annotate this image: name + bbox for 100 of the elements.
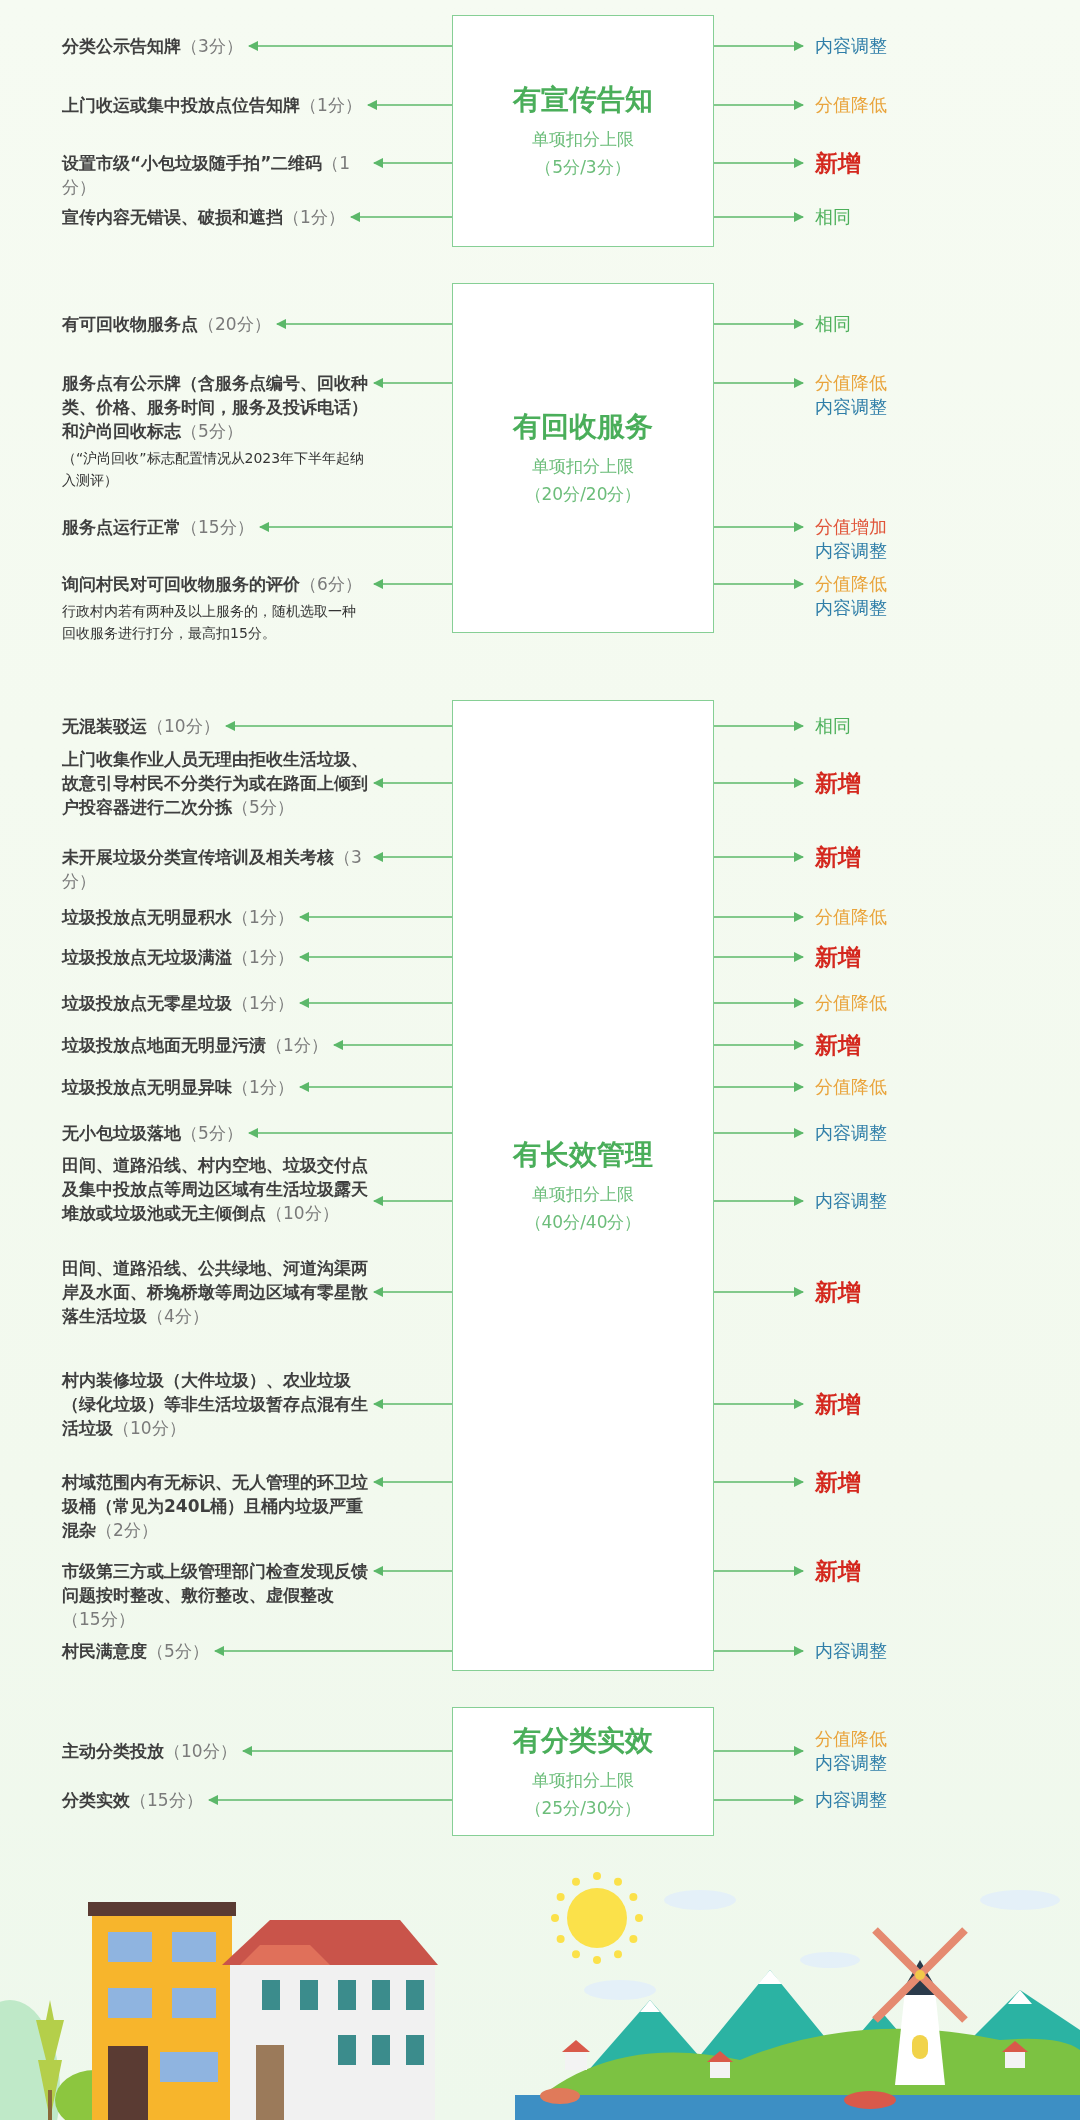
arrow	[372, 1398, 453, 1410]
arrow	[372, 1476, 453, 1488]
arrow	[241, 1745, 453, 1757]
deduction-limit: 单项扣分上限	[532, 455, 634, 478]
arrow	[372, 1286, 453, 1298]
change-tag: 分值降低	[815, 572, 887, 596]
arrow	[713, 911, 805, 923]
change-tag: 内容调整	[815, 1639, 887, 1663]
arrow	[207, 1794, 453, 1806]
arrow	[713, 157, 805, 169]
change-tag: 新增	[815, 945, 861, 969]
category-box	[452, 15, 714, 247]
change-tag: 相同	[815, 312, 851, 336]
criterion-text: 垃圾投放点无垃圾满溢（1分）	[62, 946, 294, 969]
deduction-limit: 单项扣分上限	[532, 1768, 634, 1792]
arrow	[713, 521, 805, 533]
arrow	[713, 1195, 805, 1207]
deduction-limit: 单项扣分上限	[532, 1182, 634, 1206]
category-title: 有回收服务	[513, 409, 653, 445]
arrow	[372, 851, 453, 863]
criterion-note: 行政村内若有两种及以上服务的，随机选取一种回收服务进行打分，最高扣15分。	[62, 602, 357, 643]
criterion-note: （“沪尚回收”标志配置情况从2023年下半年起纳入测评）	[62, 449, 366, 490]
criterion-text: 村内装修垃圾（大件垃圾）、农业垃圾（绿化垃圾）等非生活垃圾暂存点混有生活垃圾（10分）	[62, 1369, 368, 1440]
change-tag: 内容调整	[815, 596, 887, 620]
arrow	[713, 1398, 805, 1410]
change-tag: 新增	[815, 1559, 861, 1583]
criterion-text: 上门收集作业人员无理由拒收生活垃圾、故意引导村民不分类行为或在路面上倾到户投容器进行二次分拣（5分）	[62, 748, 368, 819]
arrow	[275, 318, 453, 330]
criterion-text: 无混装驳运（10分）	[62, 715, 220, 738]
arrow	[372, 1565, 453, 1577]
change-tag: 新增	[815, 845, 861, 869]
criterion-text: 主动分类投放（10分）	[62, 1740, 237, 1763]
criterion-text: 分类公示告知牌（3分）	[62, 35, 243, 58]
change-tag: 分值增加	[815, 515, 887, 539]
arrow	[713, 720, 805, 732]
change-tag: 分值降低	[815, 991, 887, 1015]
deduction-limit: （25分/30分）	[524, 1796, 642, 1820]
deduction-limit: （40分/40分）	[524, 1210, 642, 1234]
arrow	[713, 578, 805, 590]
category-title: 有分类实效	[513, 1722, 653, 1759]
criterion-text: 未开展垃圾分类宣传培训及相关考核（3分）	[62, 846, 363, 893]
category-title: 有长效管理	[513, 1136, 653, 1173]
arrow	[298, 997, 453, 1009]
arrow	[713, 1081, 805, 1093]
change-tag: 内容调整	[815, 1189, 887, 1213]
criterion-text: 询问村民对可回收物服务的评价（6分）	[62, 573, 363, 596]
change-tag: 分值降低	[815, 905, 887, 929]
arrow	[713, 211, 805, 223]
change-tag: 内容调整	[815, 1788, 887, 1812]
arrow	[258, 521, 453, 533]
category-box	[452, 1707, 714, 1836]
arrow	[372, 777, 453, 789]
category-box	[452, 283, 714, 633]
arrow	[372, 1195, 453, 1207]
arrow	[372, 578, 453, 590]
arrow	[372, 377, 453, 389]
criterion-text: 垃圾投放点无零星垃圾（1分）	[62, 992, 294, 1015]
change-tag: 内容调整	[815, 539, 887, 563]
arrow	[713, 1565, 805, 1577]
change-tag: 新增	[815, 1280, 861, 1304]
arrow	[713, 951, 805, 963]
arrow	[224, 720, 453, 732]
change-tag: 新增	[815, 1470, 861, 1494]
criterion-text: 设置市级“小包垃圾随手拍”二维码（1分）	[62, 152, 352, 199]
arrow	[349, 211, 453, 223]
arrow	[298, 911, 453, 923]
arrow	[298, 951, 453, 963]
category-title: 有宣传告知	[513, 82, 653, 118]
arrow	[713, 1476, 805, 1488]
change-tag: 新增	[815, 1033, 861, 1057]
change-tag: 分值降低	[815, 93, 887, 117]
change-tag: 新增	[815, 1392, 861, 1416]
arrow	[713, 377, 805, 389]
change-tag: 新增	[815, 151, 861, 175]
arrow	[247, 1127, 453, 1139]
arrow	[247, 40, 453, 52]
change-tag: 内容调整	[815, 34, 887, 58]
criterion-text: 服务点有公示牌（含服务点编号、回收种类、价格、服务时间，服务及投诉电话）和沪尚回收标志（5分）	[62, 372, 368, 443]
deduction-limit: （5分/3分）	[535, 156, 631, 179]
deduction-limit: （20分/20分）	[524, 483, 642, 506]
criterion-text: 服务点运行正常（15分）	[62, 516, 254, 539]
arrow	[713, 1286, 805, 1298]
change-tag: 内容调整	[815, 1751, 887, 1775]
criterion-text: 有可回收物服务点（20分）	[62, 313, 271, 336]
criterion-text: 宣传内容无错误、破损和遮挡（1分）	[62, 206, 345, 229]
arrow	[713, 777, 805, 789]
criterion-text: 垃圾投放点无明显异味（1分）	[62, 1076, 294, 1099]
criterion-text: 垃圾投放点地面无明显污渍（1分）	[62, 1034, 328, 1057]
criterion-text: 村域范围内有无标识、无人管理的环卫垃圾桶（常见为240L桶）且桶内垃圾严重混杂（2分）	[62, 1471, 368, 1542]
arrow	[713, 318, 805, 330]
change-tag: 新增	[815, 771, 861, 795]
change-tag: 分值降低	[815, 1075, 887, 1099]
arrow	[713, 99, 805, 111]
criterion-text: 无小包垃圾落地（5分）	[62, 1122, 243, 1145]
arrow	[713, 1794, 805, 1806]
arrow	[713, 851, 805, 863]
criterion-text: 村民满意度（5分）	[62, 1640, 209, 1663]
arrow	[213, 1645, 453, 1657]
arrow	[713, 1127, 805, 1139]
deduction-limit: 单项扣分上限	[532, 128, 634, 151]
